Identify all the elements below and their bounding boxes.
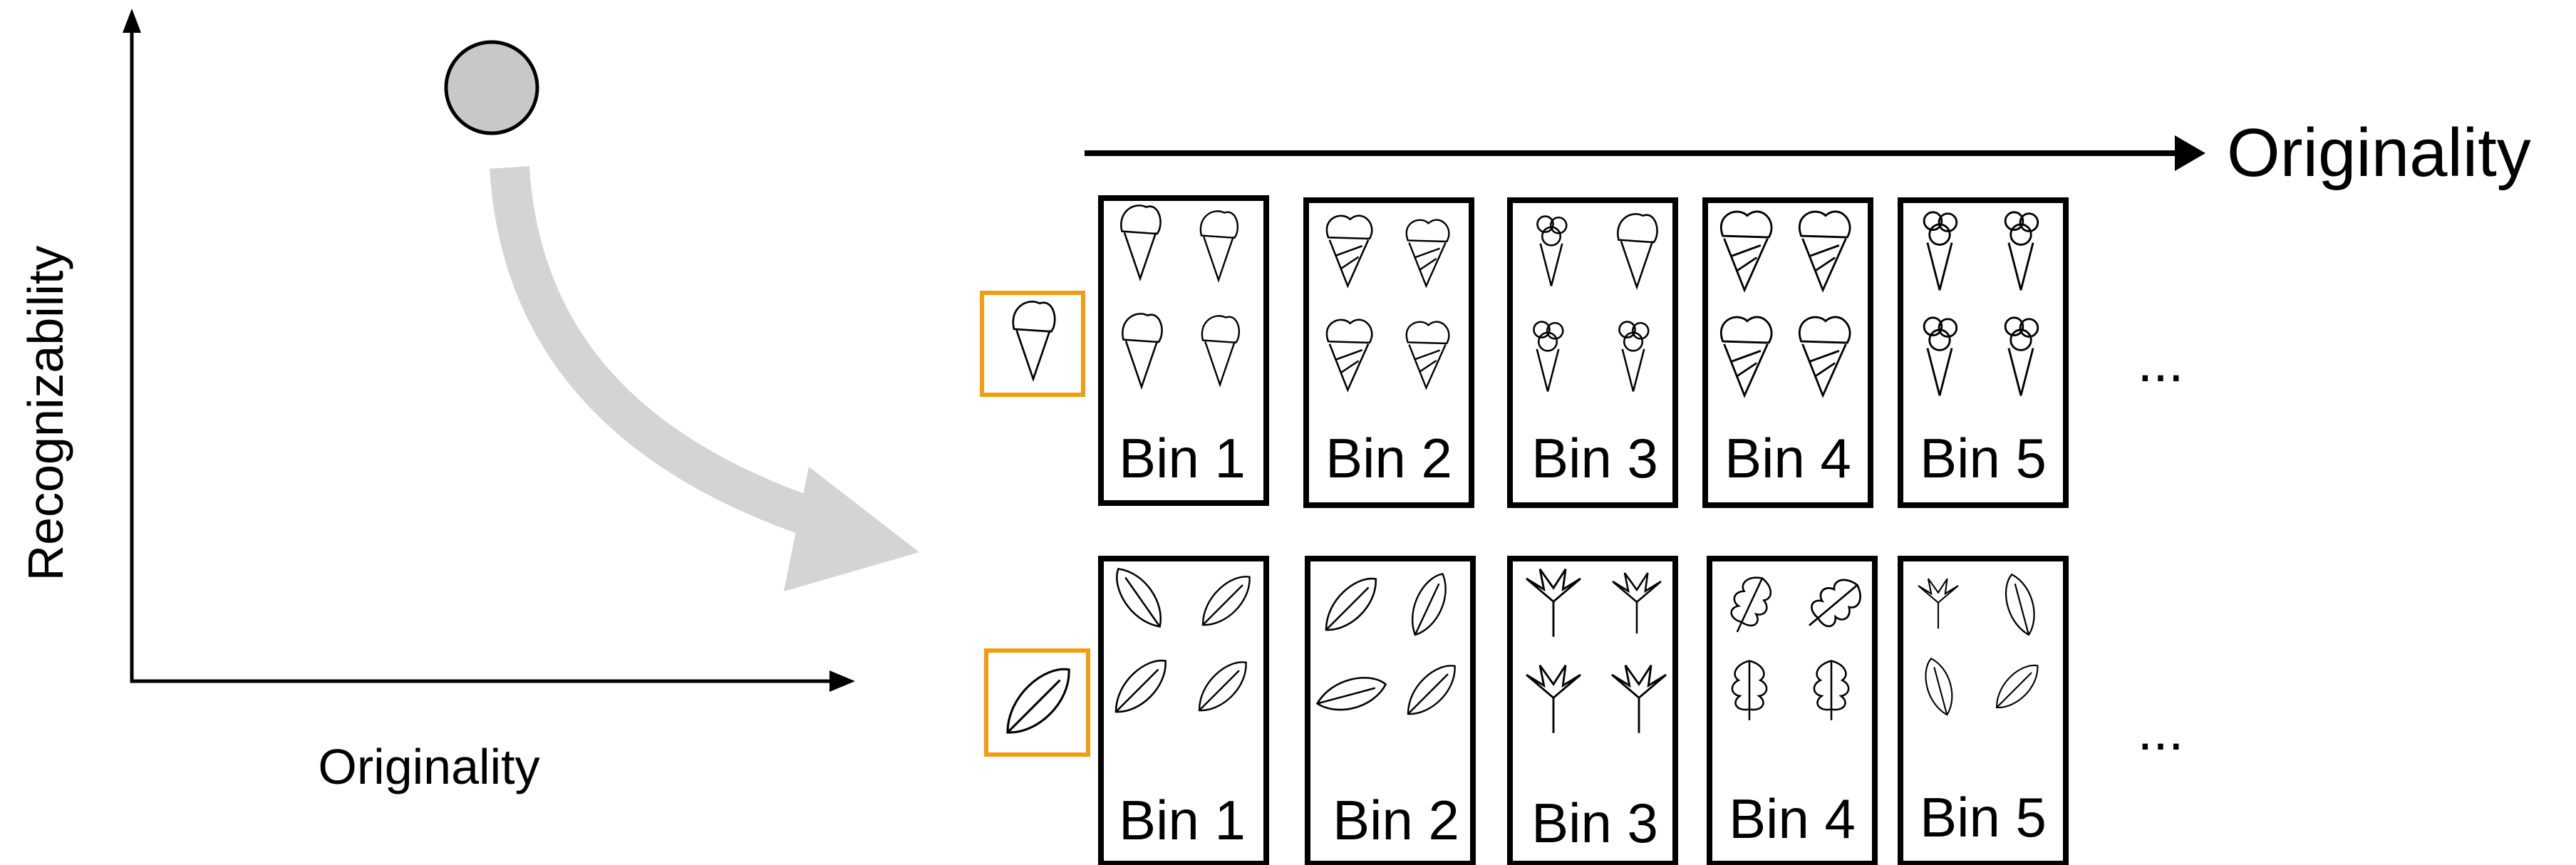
- x-axis-arrowhead: [829, 670, 855, 692]
- originality-recognizability-plot: Recognizability Originality: [18, 9, 855, 794]
- sketch-thumbnail: [1533, 322, 1563, 392]
- sketch-thumbnail: [2005, 212, 2038, 290]
- query-sketch-ice-cream: [1013, 301, 1055, 379]
- sketch-thumbnail: [1408, 665, 1455, 714]
- sketch-thumbnail: [1326, 579, 1376, 630]
- sketch-thumbnail: [1797, 571, 1868, 640]
- ranking-axis-arrowhead: [2175, 135, 2205, 171]
- y-axis-label: Recognizability: [18, 246, 73, 581]
- y-axis-arrowhead: [123, 9, 141, 33]
- bin-card: Bin 2: [1306, 200, 1471, 505]
- sketch-thumbnail: [1121, 205, 1160, 279]
- sketch-thumbnail: [1721, 212, 1771, 290]
- sketch-thumbnail: [1537, 217, 1566, 286]
- sketch-thumbnail: [1526, 569, 1581, 637]
- bin-row-leaf: Bin 1 Bin 2 Bin 3 Bin 4: [986, 559, 2184, 864]
- continuation-ellipsis: ...: [2137, 331, 2183, 393]
- bin-card: Bin 3: [1510, 200, 1675, 505]
- sketch-thumbnail: [1201, 211, 1238, 280]
- sketch-thumbnail: [1109, 569, 1169, 626]
- bin-label: Bin 5: [1920, 427, 2047, 490]
- sketch-thumbnail: [1799, 317, 1850, 395]
- sketch-thumbnail: [1799, 212, 1850, 290]
- bin-card: Bin 5: [1900, 200, 2066, 505]
- bin-card: Bin 5: [1900, 559, 2066, 864]
- ranking-axis: Originality: [1085, 115, 2531, 191]
- sketch-thumbnail: [1407, 220, 1449, 286]
- bin-label: Bin 4: [1724, 427, 1851, 490]
- sketch-thumbnail: [1619, 322, 1648, 392]
- bin-label: Bin 2: [1325, 427, 1452, 490]
- sketch-thumbnail: [1327, 320, 1372, 390]
- bin-card: Bin 2: [1308, 559, 1473, 864]
- bin-card: Bin 4: [1709, 559, 1875, 864]
- sketch-thumbnail: [1399, 574, 1459, 635]
- curved-arrow-head: [784, 467, 919, 591]
- curved-arrow-shaft: [509, 167, 819, 520]
- sketch-thumbnail: [1122, 314, 1162, 387]
- query-sketch-leaf: [1008, 669, 1069, 732]
- bin-card: Bin 4: [1705, 200, 1871, 505]
- bin-card: Bin 1: [1101, 198, 1266, 503]
- sketch-thumbnail: [1327, 216, 1372, 286]
- bin-card: Bin 3: [1510, 559, 1675, 864]
- data-point-marker: [446, 42, 537, 133]
- sketch-thumbnail: [1721, 317, 1771, 395]
- sketch-thumbnail: [1924, 212, 1957, 290]
- bin-label: Bin 5: [1920, 786, 2047, 849]
- bin-card: Bin 1: [1101, 559, 1266, 864]
- bin-label: Bin 3: [1531, 427, 1658, 490]
- sketch-thumbnail: [1407, 322, 1449, 388]
- sketch-thumbnail: [1918, 579, 1958, 628]
- sketch-thumbnail: [1199, 662, 1246, 710]
- bin-label: Bin 1: [1119, 789, 1246, 851]
- sketch-thumbnail: [1318, 659, 1386, 728]
- bin-label: Bin 3: [1531, 792, 1658, 854]
- sketch-thumbnail: [1202, 316, 1239, 385]
- sketch-thumbnail: [2005, 318, 2038, 395]
- sketch-thumbnail: [1722, 571, 1778, 639]
- sketch-thumbnail: [1618, 214, 1657, 287]
- bin-label: Bin 4: [1729, 787, 1856, 850]
- sketch-thumbnail: [1990, 574, 2051, 635]
- sketch-thumbnail: [1613, 573, 1661, 633]
- bin-label: Bin 2: [1333, 789, 1459, 851]
- bin-label: Bin 1: [1119, 427, 1246, 490]
- sketch-thumbnail: [1203, 576, 1250, 625]
- sketch-thumbnail: [1924, 318, 1957, 395]
- bin-row-ice-cream: Bin 1 Bin 2 Bin 3 Bin 4: [982, 198, 2184, 505]
- curved-arrow: [509, 167, 919, 591]
- sketch-thumbnail: [1997, 665, 2037, 708]
- sketch-thumbnail: [1814, 661, 1848, 720]
- sketch-thumbnail: [1732, 661, 1767, 720]
- ranking-axis-label: Originality: [2227, 115, 2531, 191]
- continuation-ellipsis: ...: [2137, 699, 2183, 762]
- sketch-thumbnail: [1526, 665, 1581, 733]
- x-axis-label: Originality: [318, 739, 539, 794]
- sketch-thumbnail: [1910, 658, 1967, 715]
- sketch-thumbnail: [1116, 661, 1166, 712]
- sketch-thumbnail: [1612, 665, 1666, 733]
